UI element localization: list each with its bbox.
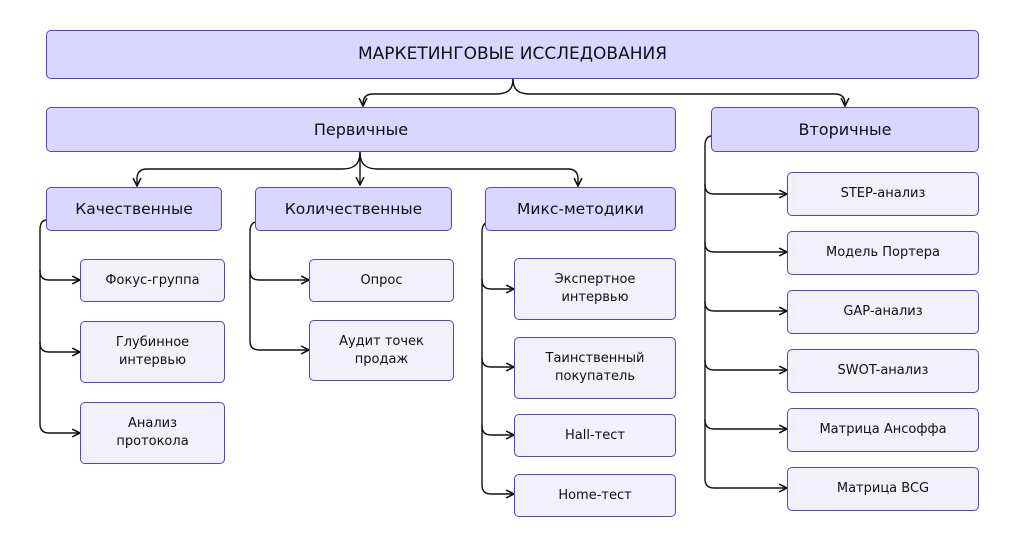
group-qualitative: Качественные bbox=[46, 187, 222, 231]
leaf-label: Таинственный покупатель bbox=[545, 351, 645, 384]
leaf-in-depth-interview: Глубинное интервью bbox=[80, 321, 225, 383]
leaf-gap-analysis: GAP-анализ bbox=[787, 290, 979, 334]
leaf-label: STEP-анализ bbox=[840, 186, 926, 202]
leaf-home-test: Home-тест bbox=[514, 474, 676, 517]
leaf-label: Матрица BCG bbox=[836, 481, 930, 497]
leaf-label: SWOT-анализ bbox=[837, 363, 929, 379]
group-mixed: Микс-методики bbox=[485, 187, 676, 231]
leaf-retail-audit: Аудит точек продаж bbox=[309, 320, 454, 381]
secondary-node: Вторичные bbox=[711, 107, 979, 152]
leaf-label: Матрица Ансоффа bbox=[819, 422, 947, 438]
leaf-hall-test: Hall-тест bbox=[514, 414, 676, 457]
leaf-label: Аудит точек продаж bbox=[339, 333, 424, 367]
leaf-label: Модель Портера bbox=[825, 245, 941, 261]
leaf-label: Анализ протокола bbox=[116, 416, 189, 449]
group-qualitative-label: Качественные bbox=[75, 199, 193, 218]
leaf-label: Hall-тест bbox=[565, 427, 625, 443]
leaf-focus-group: Фокус-группа bbox=[80, 259, 225, 302]
leaf-label: Home-тест bbox=[558, 487, 632, 503]
group-mixed-label: Микс-методики bbox=[517, 199, 644, 218]
leaf-swot-analysis: SWOT-анализ bbox=[787, 349, 979, 393]
leaf-expert-interview: Экспертное интервью bbox=[514, 258, 676, 320]
leaf-label: Фокус-группа bbox=[105, 272, 200, 288]
primary-node: Первичные bbox=[46, 107, 676, 152]
leaf-step-analysis: STEP-анализ bbox=[787, 172, 979, 216]
root-node: МАРКЕТИНГОВЫЕ ИССЛЕДОВАНИЯ bbox=[46, 30, 979, 79]
leaf-bcg-matrix: Матрица BCG bbox=[787, 467, 979, 511]
leaf-porter-model: Модель Портера bbox=[787, 231, 979, 275]
group-quantitative: Количественные bbox=[255, 187, 452, 231]
leaf-label: Глубинное интервью bbox=[115, 335, 190, 368]
leaf-label: Экспертное интервью bbox=[554, 272, 636, 305]
leaf-protocol-analysis: Анализ протокола bbox=[80, 402, 225, 464]
leaf-label: GAP-анализ bbox=[843, 304, 923, 320]
group-quantitative-label: Количественные bbox=[284, 199, 423, 218]
leaf-mystery-shopper: Таинственный покупатель bbox=[514, 337, 676, 399]
leaf-ansoff-matrix: Матрица Ансоффа bbox=[787, 408, 979, 452]
primary-label: Первичные bbox=[313, 119, 409, 139]
leaf-label: Опрос bbox=[360, 272, 403, 288]
secondary-label: Вторичные bbox=[798, 119, 892, 139]
leaf-survey: Опрос bbox=[309, 259, 454, 302]
root-label: МАРКЕТИНГОВЫЕ ИССЛЕДОВАНИЯ bbox=[357, 44, 668, 65]
